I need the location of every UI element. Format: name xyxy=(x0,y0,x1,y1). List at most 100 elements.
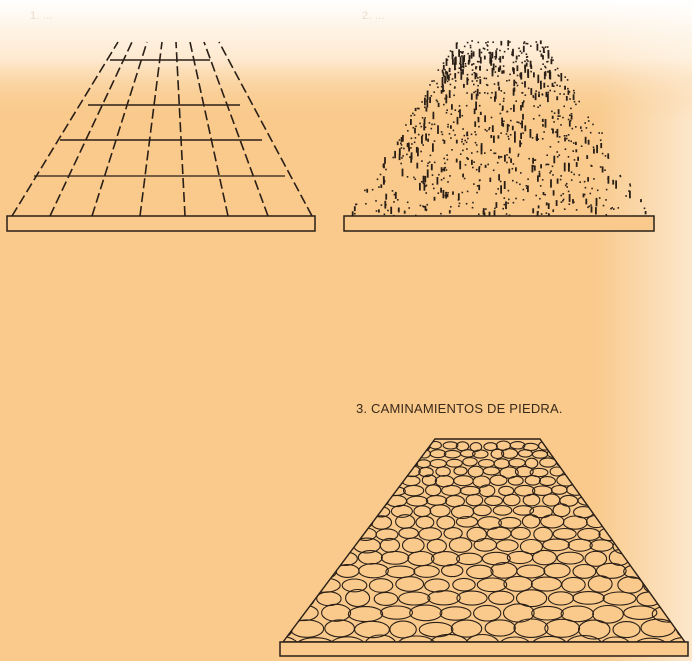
gravel-dot xyxy=(502,55,504,59)
gravel-dot xyxy=(510,158,512,163)
gravel-dot xyxy=(519,122,522,125)
gravel-dot xyxy=(478,48,481,58)
cobble-stone xyxy=(321,603,352,622)
gravel-dot xyxy=(440,179,443,181)
gravel-dot xyxy=(490,96,492,99)
cobble-stone xyxy=(418,527,443,541)
gravel-dot xyxy=(437,69,440,71)
cobble-stone xyxy=(440,564,464,578)
gravel-dot xyxy=(475,73,478,78)
gravel-dot xyxy=(611,207,613,209)
gravel-dot xyxy=(552,59,554,62)
gravel-dot xyxy=(534,92,537,101)
gravel-dot xyxy=(484,115,486,123)
gravel-dot xyxy=(414,107,417,112)
cobble-stone xyxy=(327,538,356,551)
gravel-dot xyxy=(570,113,573,115)
gravel-dot xyxy=(568,120,571,127)
gravel-dot xyxy=(577,156,579,161)
gravel-dot xyxy=(513,79,516,87)
cobble-stone xyxy=(329,636,366,642)
gravel-dot xyxy=(537,211,539,213)
gravel-dot xyxy=(492,63,495,71)
gravel-dot xyxy=(509,73,511,76)
gravel-dot xyxy=(444,166,447,169)
gravel-dot xyxy=(408,147,410,152)
cobble-stone xyxy=(466,526,487,543)
cobble-stone xyxy=(529,505,553,519)
gravel-dot xyxy=(451,149,453,151)
gravel-dot xyxy=(542,47,545,53)
gravel-dot xyxy=(493,135,495,143)
gravel-dot xyxy=(506,110,508,113)
gravel-dot xyxy=(428,133,430,136)
gravel-dot xyxy=(463,45,466,48)
gravel-dot xyxy=(557,109,560,115)
cobble-stone xyxy=(560,605,595,623)
gravel-dot xyxy=(553,155,556,164)
gravel-dot xyxy=(523,41,526,43)
gravel-dot xyxy=(488,52,490,54)
gravel-dot xyxy=(485,42,487,44)
gravel-dot xyxy=(437,86,439,89)
gravel-dot xyxy=(507,40,510,47)
gravel-dot xyxy=(547,203,550,209)
gravel-dot xyxy=(494,56,496,58)
gravel-dot xyxy=(573,159,576,161)
gravel-dot xyxy=(553,85,555,87)
cobble-stone xyxy=(533,526,553,542)
gravel-dot xyxy=(516,84,519,87)
gravel-dot xyxy=(550,186,552,188)
gravel-dot xyxy=(428,161,431,163)
gravel-dot xyxy=(471,69,474,71)
gravel-dot xyxy=(419,122,421,125)
gravel-dot xyxy=(562,193,564,195)
gravel-dot xyxy=(503,203,506,206)
cobble-stone xyxy=(552,503,571,518)
gravel-dot xyxy=(516,65,519,72)
gravel-dot xyxy=(502,65,505,67)
gravel-dot xyxy=(483,55,486,60)
gravel-dot xyxy=(527,60,529,62)
gravel-dot xyxy=(466,148,468,150)
gravel-dot xyxy=(406,176,409,178)
cobble-stone xyxy=(602,591,637,606)
gravel-dot xyxy=(497,188,499,190)
gravel-dot xyxy=(486,92,489,95)
gravel-dot xyxy=(442,169,444,171)
gravel-dot xyxy=(605,188,608,191)
gravel-dot xyxy=(575,126,577,128)
gravel-dot xyxy=(493,210,496,219)
gravel-dot xyxy=(506,80,508,82)
gravel-dot xyxy=(443,75,445,78)
gravel-dot xyxy=(566,137,568,140)
gravel-dot xyxy=(556,156,559,158)
cobble-stone xyxy=(552,527,577,540)
gravel-dot xyxy=(472,51,475,57)
cobble-stone xyxy=(566,635,603,642)
gravel-dot xyxy=(557,115,559,117)
gravel-dot xyxy=(568,162,570,172)
cobble-stone xyxy=(459,449,476,458)
cobble-stone xyxy=(307,563,338,580)
gravel-dot xyxy=(469,46,472,49)
gravel-dot xyxy=(458,202,461,205)
gravel-dot xyxy=(448,74,450,81)
cobble-stone xyxy=(478,484,496,498)
gravel-dot xyxy=(443,89,445,92)
gravel-dot xyxy=(535,194,537,197)
gravel-dot xyxy=(610,207,612,210)
gravel-dot xyxy=(514,131,516,138)
gravel-dot xyxy=(520,105,522,111)
gravel-dot xyxy=(502,100,505,102)
brick-walkway-base xyxy=(6,215,316,232)
gravel-dot xyxy=(425,192,427,194)
gravel-dot xyxy=(521,120,523,129)
cobble-stone xyxy=(462,457,478,467)
gravel-dot xyxy=(542,55,544,60)
gravel-dot xyxy=(409,156,411,158)
gravel-dot xyxy=(447,55,450,58)
cobble-stone xyxy=(488,590,515,605)
gravel-dot xyxy=(479,111,482,115)
gravel-dot xyxy=(551,128,553,130)
